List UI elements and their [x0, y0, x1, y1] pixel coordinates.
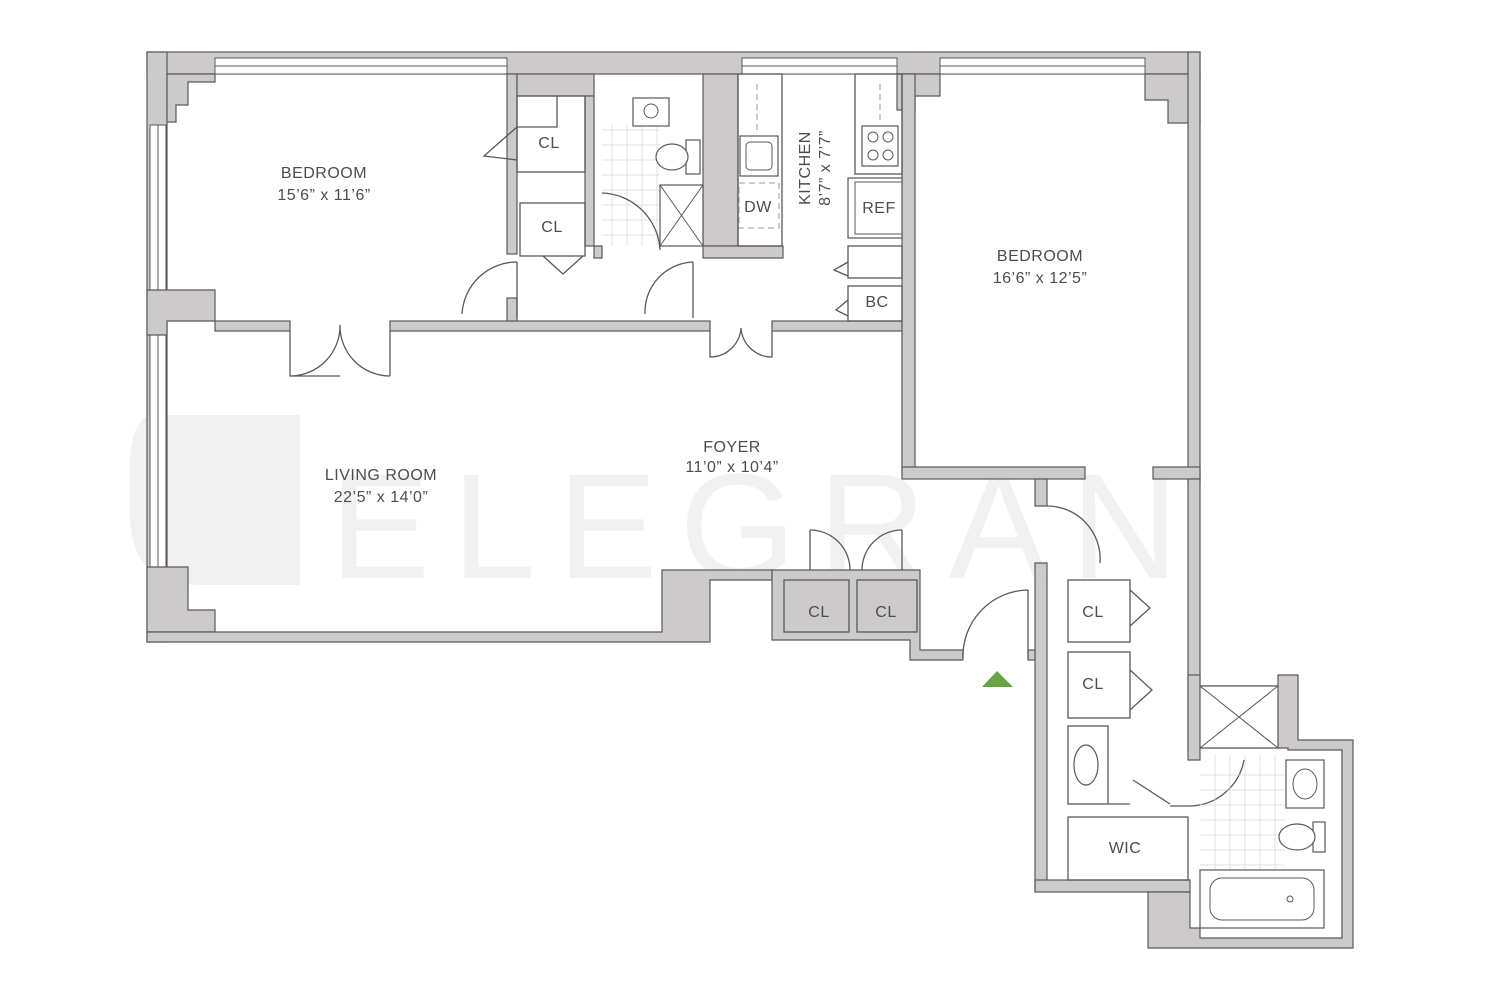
closet-label: CL [541, 219, 562, 236]
broom-closet-label: BC [865, 294, 888, 311]
closet-label: CL [538, 135, 559, 152]
foyer-dims: 11’0” x 10’4” [685, 459, 778, 476]
sink-icon [632, 97, 670, 127]
bedroom-2-name: BEDROOM [997, 248, 1083, 265]
walk-in-closet-label: WIC [1109, 840, 1142, 857]
bathroom-1 [601, 97, 704, 251]
living-room-name: LIVING ROOM [325, 467, 437, 484]
closet-label: CL [875, 604, 896, 621]
entry-arrow-icon [982, 671, 1013, 687]
refrigerator-label: REF [862, 200, 896, 217]
kitchen-dims: 8’7” x 7’7” [817, 130, 834, 206]
bedroom-1-name: BEDROOM [281, 165, 367, 182]
living-room-dims: 22’5” x 14’0” [334, 489, 429, 506]
bedroom-1-dims: 15’6” x 11’6” [277, 187, 370, 204]
foyer-closets [783, 579, 918, 633]
kitchen-name: KITCHEN [797, 131, 814, 205]
sink-icon [1073, 744, 1099, 786]
closet-label: CL [1082, 676, 1103, 693]
walls [146, 51, 1354, 949]
bedroom-closets [482, 95, 586, 275]
foyer-name: FOYER [703, 439, 761, 456]
bathroom-2 [1199, 685, 1326, 929]
dishwasher-label: DW [744, 199, 772, 216]
closet-label: CL [1082, 604, 1103, 621]
kitchen [737, 73, 903, 322]
stove-icon [861, 125, 899, 167]
corridor-closets [1067, 579, 1245, 881]
room-labels: BEDROOM 15’6” x 11’6” BEDROOM 16’6” x 12… [277, 130, 1142, 857]
bedroom-2-dims: 16’6” x 12’5” [993, 270, 1088, 287]
bathtub-icon [1199, 869, 1325, 929]
doors [289, 261, 1101, 659]
closet-label: CL [808, 604, 829, 621]
sink-icon [1285, 759, 1325, 809]
